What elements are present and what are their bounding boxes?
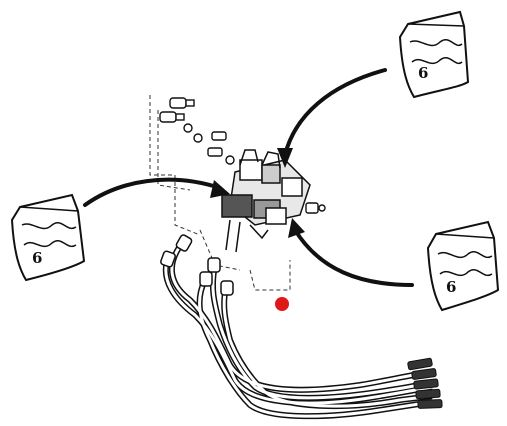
arrow-heads bbox=[210, 148, 305, 238]
callout-label-bottom-right: 6 bbox=[446, 278, 456, 296]
valve-block bbox=[221, 149, 311, 253]
arrow-bottom-right bbox=[293, 228, 414, 287]
callout-tag-top-right: 6 bbox=[398, 10, 470, 99]
hose-assembly bbox=[160, 234, 443, 420]
callout-tag-left: 6 bbox=[10, 193, 86, 282]
callout-arrows bbox=[83, 68, 414, 287]
callout-label-top-right: 6 bbox=[418, 64, 428, 82]
red-marker-dot bbox=[275, 297, 289, 311]
callout-tag-bottom-right: 6 bbox=[426, 220, 500, 312]
fittings bbox=[159, 97, 326, 214]
arrow-top-right bbox=[283, 68, 387, 157]
arrow-left bbox=[83, 177, 222, 207]
callout-label-left: 6 bbox=[32, 249, 42, 267]
